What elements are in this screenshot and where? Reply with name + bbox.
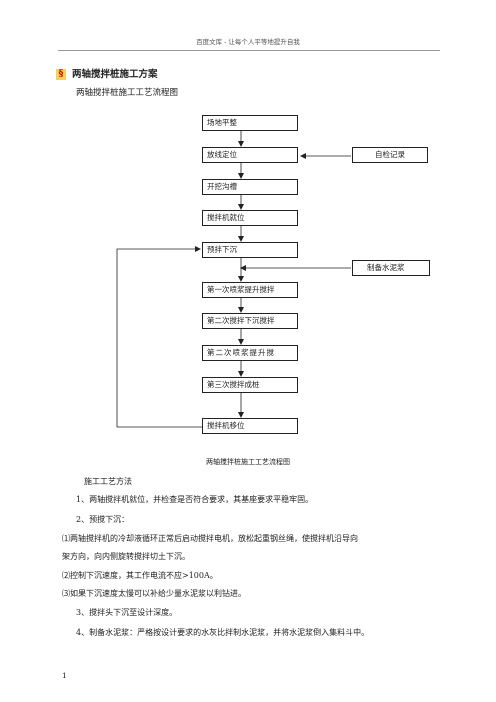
flow-step-4: 搅拌机就位 xyxy=(202,210,298,226)
self-check-box: 自检记录 xyxy=(352,147,428,163)
paragraph-4: ⑵控制下沉速度，其工作电流不应>100A。 xyxy=(62,571,218,580)
page-number: 1 xyxy=(62,671,67,680)
page-header: 百度文库 - 让每个人平等地提升自我 xyxy=(196,38,300,46)
paragraph-1: 1、两轴搅拌机就位，并检查是否符合要求，其基座要求平稳牢固。 xyxy=(76,495,314,504)
paragraph-2: 2、预搅下沉： xyxy=(76,515,130,524)
flow-step-5: 预拌下沉 xyxy=(202,242,298,258)
flow-step-8: 第二次喷浆提升搅 xyxy=(202,345,298,361)
method-title: 施工工艺方法 xyxy=(84,477,132,486)
flow-step-9: 第三次搅拌成桩 xyxy=(202,377,298,393)
section-mark: § xyxy=(56,69,66,80)
header-divider xyxy=(58,50,440,51)
flow-step-7: 第二次搅拌下沉搅拌 xyxy=(202,313,298,329)
flow-step-6: 第一次喷浆提升搅拌 xyxy=(202,282,298,298)
paragraph-3a: ⑴两轴搅拌机的冷却液循环正常后启动搅拌电机，放松起重钢丝绳，使搅拌机沿导向 xyxy=(62,534,358,543)
flow-step-10: 搅拌机移位 xyxy=(202,418,298,434)
flow-step-3: 开挖沟槽 xyxy=(202,179,298,195)
arrow-loop-back xyxy=(116,246,202,428)
flowchart-caption: 两轴搅拌桩施工工艺流程图 xyxy=(206,458,290,466)
paragraph-6: 3、搅拌头下沉至设计深度。 xyxy=(76,608,178,617)
section-title: 两轴搅拌桩施工方案 xyxy=(72,69,158,80)
flow-step-1: 场地平整 xyxy=(202,115,298,131)
flow-step-2: 放线定位 xyxy=(202,147,298,163)
flowchart-heading: 两轴搅拌桩施工工艺流程图 xyxy=(76,88,179,98)
paragraph-5: ⑶如果下沉速度太慢可以补给少量水泥浆以利钻进。 xyxy=(62,589,246,598)
slurry-prep-box: 制备水泥浆 xyxy=(352,260,430,276)
paragraph-3b: 架方向，向内侧旋转搅拌切土下沉。 xyxy=(62,552,190,561)
paragraph-7: 4、制备水泥浆：严格按设计要求的水灰比拌制水泥浆，并将水泥浆倒入集料斗中。 xyxy=(76,628,370,637)
